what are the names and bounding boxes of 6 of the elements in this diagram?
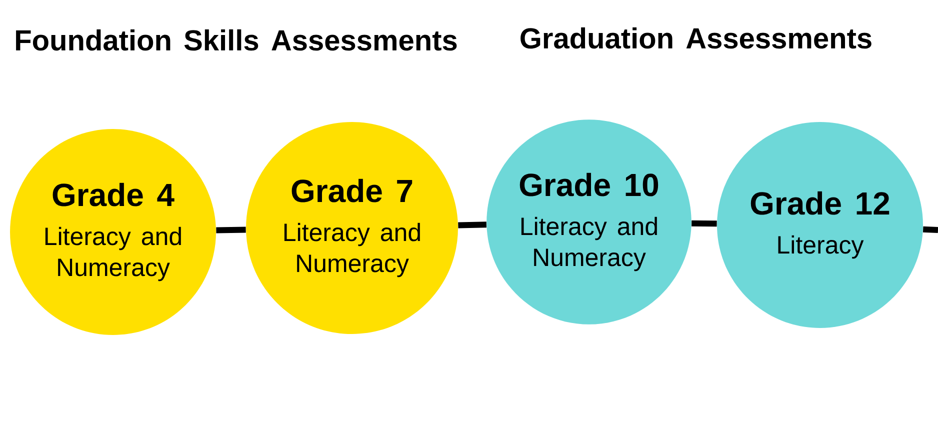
connector-line	[216, 226, 246, 234]
connector-line	[922, 226, 938, 233]
connector-line	[692, 220, 717, 227]
section-heading: Graduation Assessments	[520, 27, 872, 49]
connector-line	[458, 222, 487, 228]
section-heading: Foundation Skills Assessments	[16, 29, 457, 51]
